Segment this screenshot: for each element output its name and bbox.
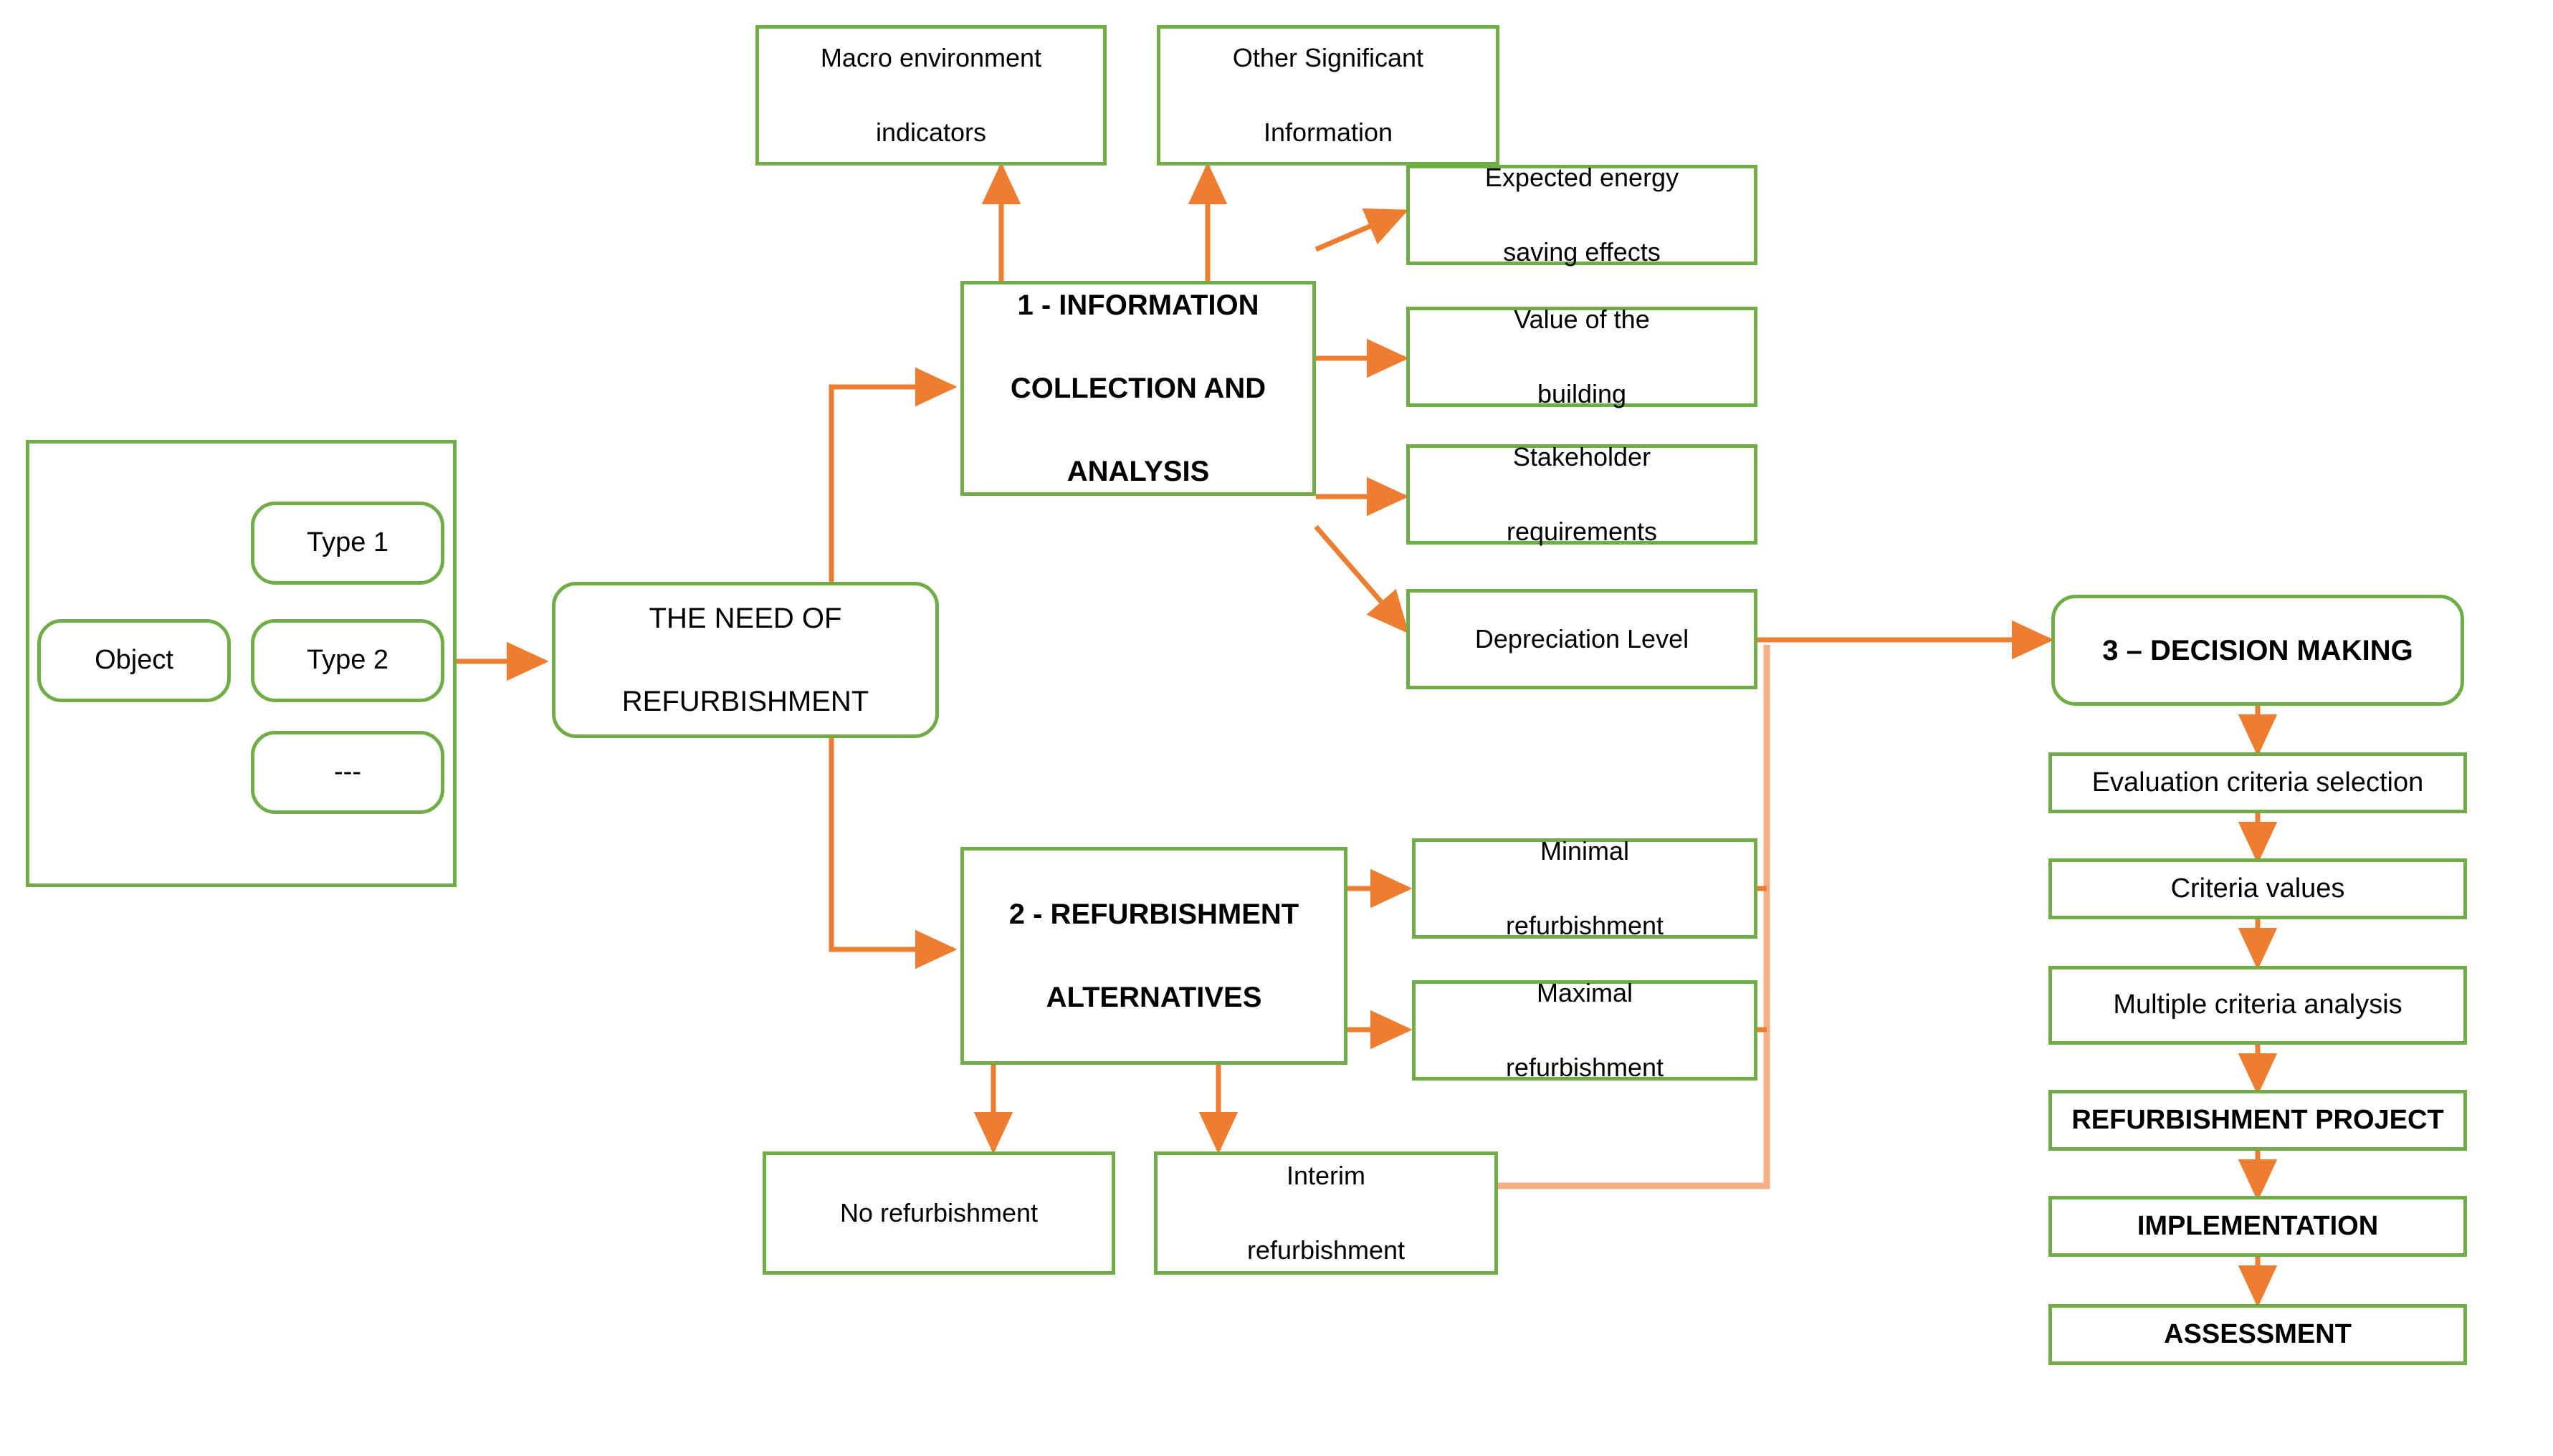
type2-label: Type 2: [306, 645, 389, 676]
stage1-information-collection-node[interactable]: 1 - INFORMATION COLLECTION AND ANALYSIS: [960, 281, 1316, 496]
need-of-refurbishment-node[interactable]: THE NEED OF REFURBISHMENT: [552, 582, 939, 738]
interim-line2: refurbishment: [1246, 1235, 1406, 1265]
object-node[interactable]: Object: [37, 619, 231, 702]
value-line1: Value of the: [1514, 304, 1650, 334]
type2-node[interactable]: Type 2: [251, 619, 444, 702]
criteria-values-node[interactable]: Criteria values: [2048, 858, 2467, 919]
stakeholder-requirements-node[interactable]: Stakeholder requirements: [1406, 442, 1757, 546]
type1-label: Type 1: [306, 527, 389, 558]
value-line2: building: [1537, 379, 1627, 409]
multiple-criteria-analysis-node[interactable]: Multiple criteria analysis: [2048, 966, 2467, 1045]
stage2-label: 2 - REFURBISHMENT ALTERNATIVES: [974, 894, 1334, 1018]
minimal-refurbishment-node[interactable]: Minimal refurbishment: [1412, 836, 1757, 940]
stage2-line2: ALTERNATIVES: [1046, 982, 1262, 1013]
no-refurbishment-node[interactable]: No refurbishment: [763, 1151, 1115, 1275]
value-of-building-node[interactable]: Value of the building: [1406, 305, 1757, 408]
stage1-line1: 1 - INFORMATION: [1017, 289, 1259, 321]
stage3-decision-making-node[interactable]: 3 – DECISION MAKING: [2051, 595, 2464, 706]
energy-line2: saving effects: [1503, 237, 1661, 267]
value-of-building-label: Value of the building: [1420, 301, 1744, 413]
stakeholder-line2: requirements: [1506, 517, 1658, 547]
stage2-line1: 2 - REFURBISHMENT: [1008, 899, 1299, 930]
implementation-node[interactable]: IMPLEMENTATION: [2048, 1196, 2467, 1257]
assessment-label: ASSESSMENT: [2164, 1318, 2352, 1349]
minimal-refurbishment-label: Minimal refurbishment: [1426, 833, 1744, 945]
assessment-node[interactable]: ASSESSMENT: [2048, 1304, 2467, 1365]
evaluation-criteria-label: Evaluation criteria selection: [2091, 767, 2424, 798]
object-label: Object: [95, 645, 173, 676]
macro-line1: Macro environment: [820, 42, 1042, 72]
need-line2: REFURBISHMENT: [621, 686, 869, 717]
depreciation-level-node[interactable]: Depreciation Level: [1406, 589, 1757, 689]
maximal-refurbishment-label: Maximal refurbishment: [1426, 974, 1744, 1087]
stage1-label: 1 - INFORMATION COLLECTION AND ANALYSIS: [974, 284, 1302, 492]
interim-refurbishment-label: Interim refurbishment: [1168, 1157, 1484, 1270]
other-line1: Other Significant: [1232, 42, 1424, 72]
refurbishment-project-label: REFURBISHMENT PROJECT: [2071, 1104, 2444, 1135]
connector-need-to-stage2: [829, 738, 958, 969]
type1-node[interactable]: Type 1: [251, 502, 444, 585]
multiple-criteria-label: Multiple criteria analysis: [2113, 990, 2402, 1020]
other-line2: Information: [1263, 118, 1393, 148]
maximal-refurbishment-node[interactable]: Maximal refurbishment: [1412, 978, 1757, 1082]
stakeholder-requirements-label: Stakeholder requirements: [1420, 439, 1744, 551]
depreciation-level-label: Depreciation Level: [1474, 623, 1689, 653]
maximal-line1: Maximal: [1536, 977, 1633, 1007]
need-line1: THE NEED OF: [649, 603, 842, 634]
stage2-refurbishment-alternatives-node[interactable]: 2 - REFURBISHMENT ALTERNATIVES: [960, 847, 1347, 1065]
stage3-label: 3 – DECISION MAKING: [2102, 634, 2413, 666]
minimal-line2: refurbishment: [1505, 911, 1664, 941]
expected-energy-node[interactable]: Expected energy saving effects: [1406, 163, 1757, 267]
stakeholder-line1: Stakeholder: [1512, 441, 1651, 471]
minimal-line1: Minimal: [1540, 835, 1629, 866]
stage1-line3: ANALYSIS: [1066, 456, 1210, 487]
connector-stage1-to-energy: [1314, 208, 1409, 252]
maximal-line2: refurbishment: [1505, 1053, 1664, 1083]
refurbishment-project-node[interactable]: REFURBISHMENT PROJECT: [2048, 1090, 2467, 1151]
other-significant-label: Other Significant Information: [1170, 39, 1486, 152]
need-of-refurbishment-label: THE NEED OF REFURBISHMENT: [566, 598, 925, 722]
type-more-label: ---: [334, 757, 361, 787]
macro-environment-node[interactable]: Macro environment indicators: [755, 25, 1107, 166]
expected-energy-label: Expected energy saving effects: [1420, 159, 1744, 272]
stage1-line2: COLLECTION AND: [1010, 373, 1266, 404]
other-significant-node[interactable]: Other Significant Information: [1157, 25, 1499, 166]
implementation-label: IMPLEMENTATION: [2137, 1210, 2379, 1241]
no-refurbishment-label: No refurbishment: [839, 1197, 1039, 1227]
connector-stage1-to-depreciation: [1314, 525, 1409, 634]
evaluation-criteria-selection-node[interactable]: Evaluation criteria selection: [2048, 752, 2467, 813]
type-more-node[interactable]: ---: [251, 731, 444, 814]
macro-line2: indicators: [875, 118, 987, 148]
energy-line1: Expected energy: [1484, 162, 1679, 192]
object-group-container: [26, 440, 457, 887]
criteria-values-label: Criteria values: [2170, 873, 2345, 904]
interim-line1: Interim: [1286, 1160, 1366, 1190]
interim-refurbishment-node[interactable]: Interim refurbishment: [1154, 1151, 1498, 1275]
macro-environment-label: Macro environment indicators: [769, 39, 1093, 152]
